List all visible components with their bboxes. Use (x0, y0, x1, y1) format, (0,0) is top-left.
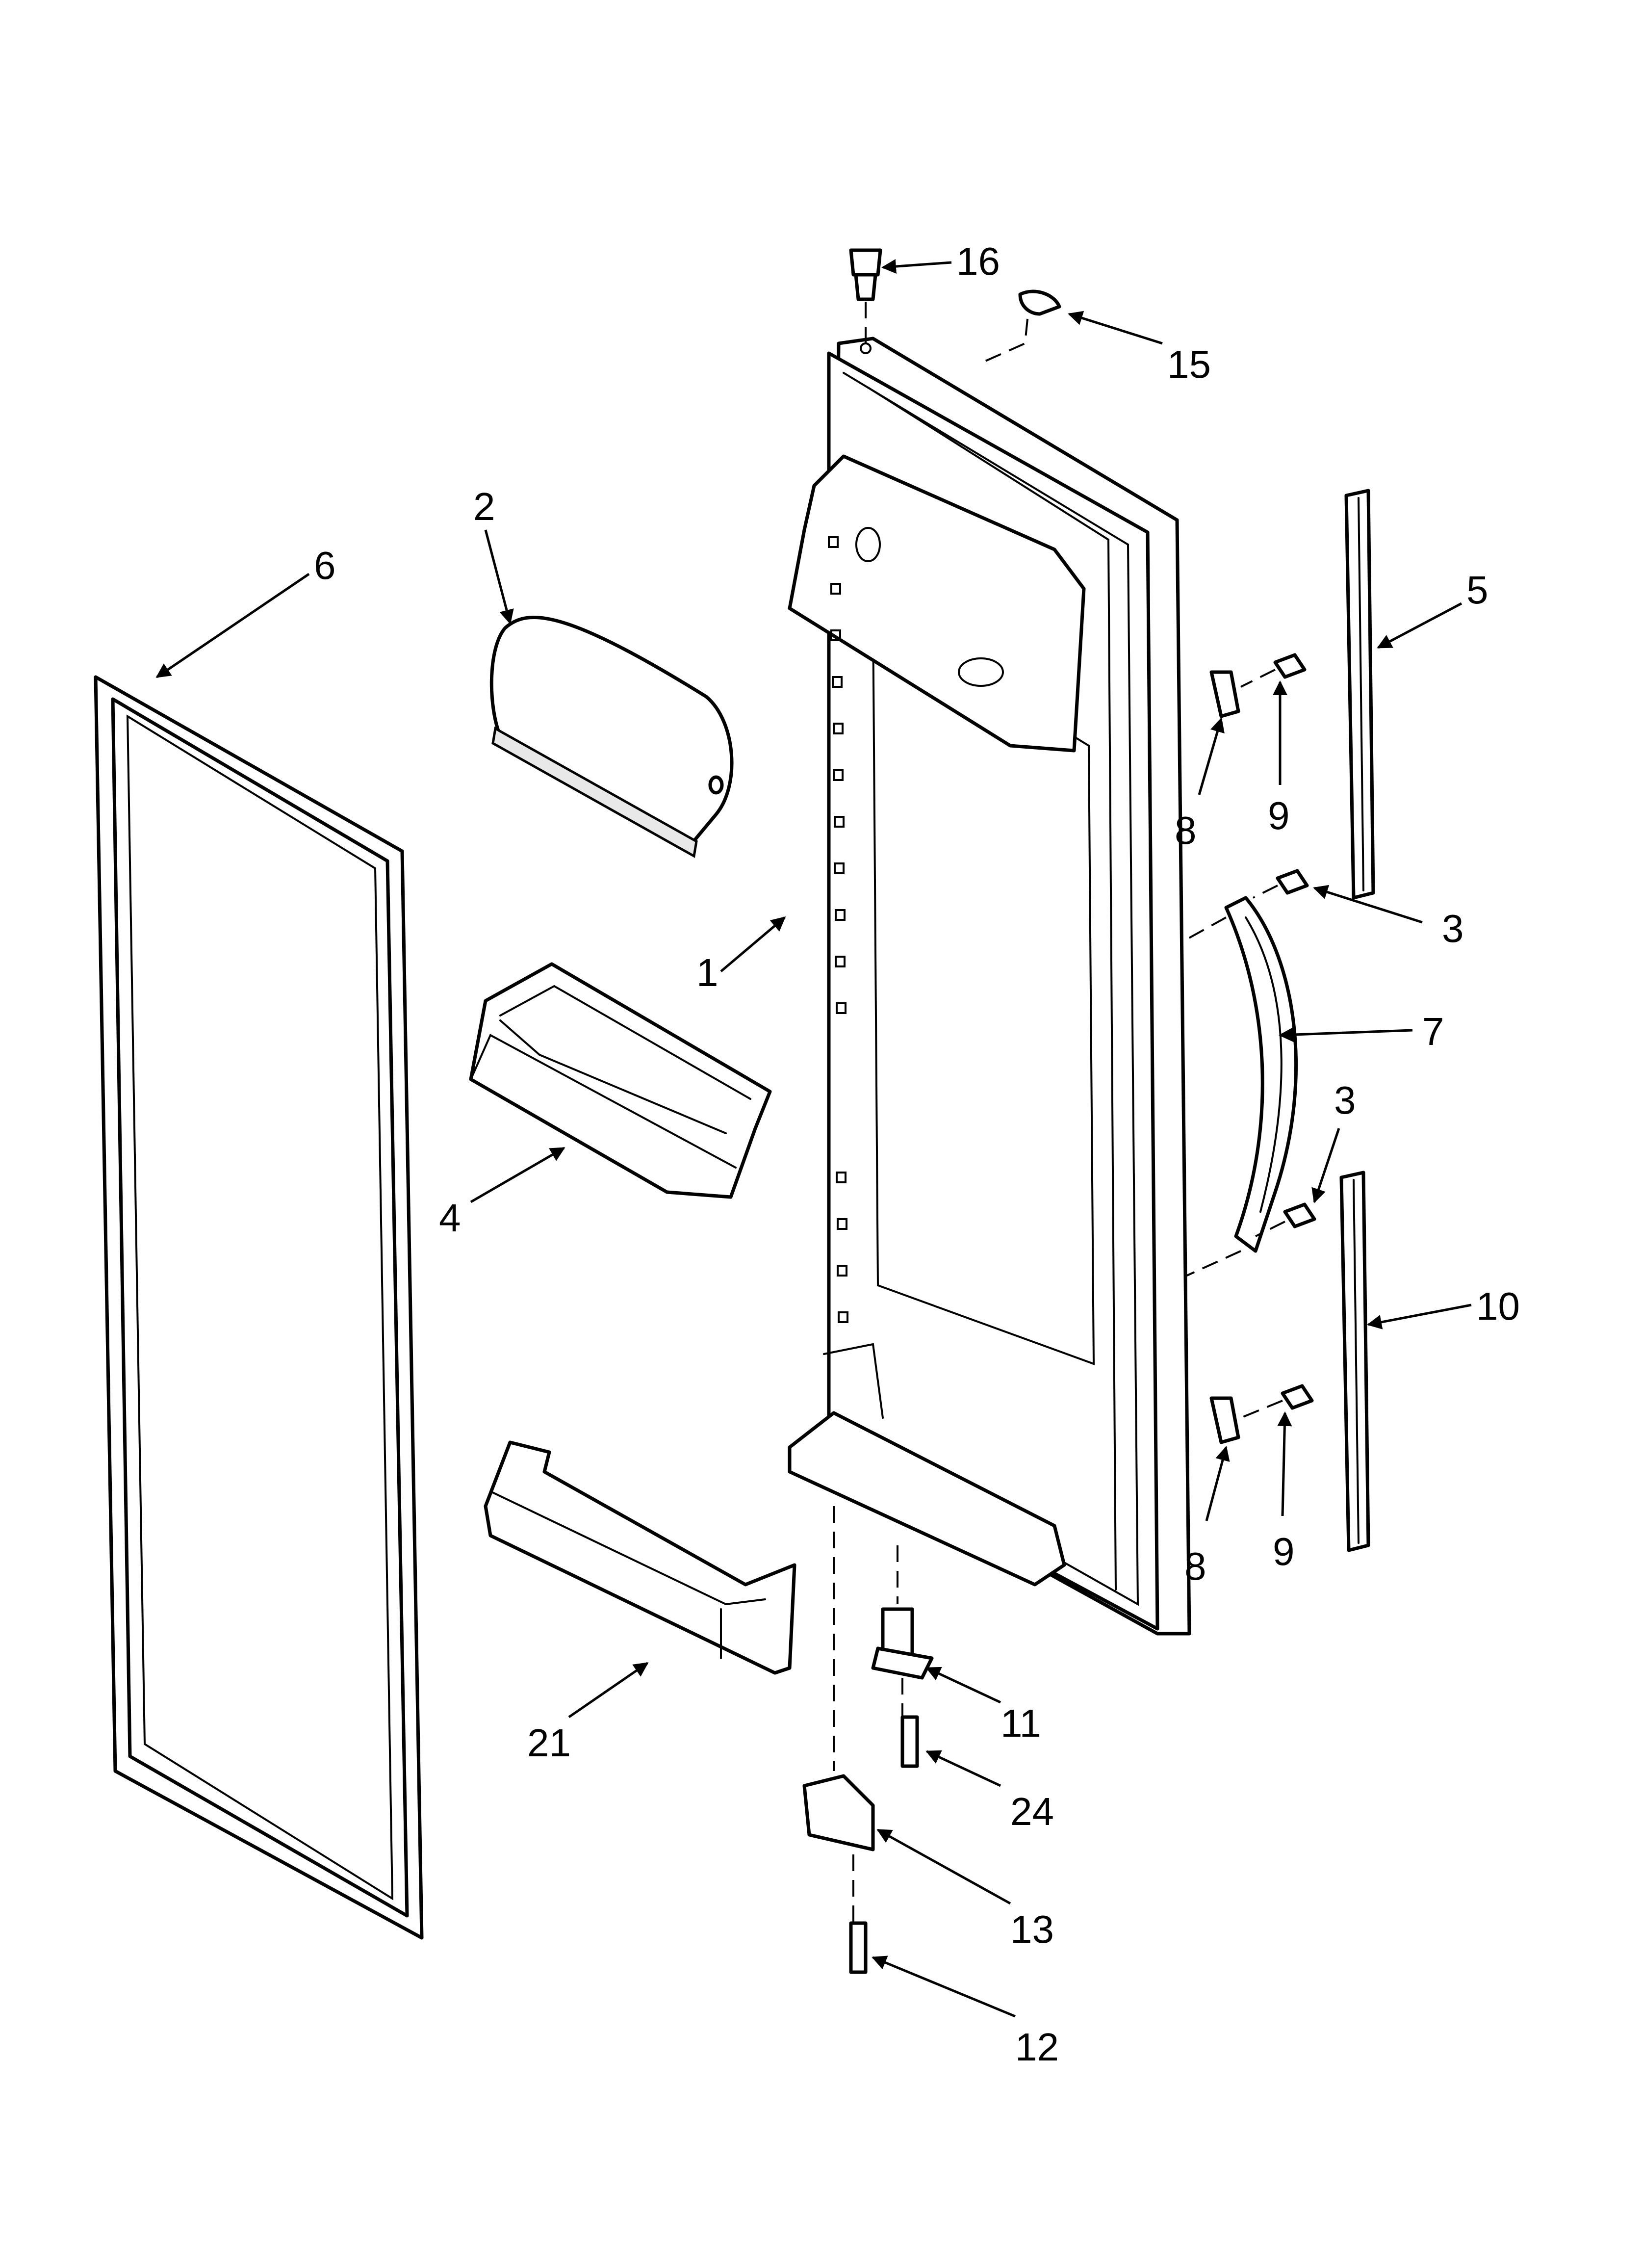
callout-8-upper: 8 (1175, 717, 1225, 852)
part-4-door-bin (469, 962, 772, 1199)
callout-8-upper-label: 8 (1175, 808, 1197, 852)
callout-4: 4 (439, 1147, 565, 1240)
part-9-screw-lower (1240, 1384, 1314, 1419)
part-21-door-bin (484, 1440, 796, 1675)
callout-9-lower-label: 9 (1273, 1530, 1295, 1573)
part-10-trim (1339, 1171, 1370, 1552)
part-12-screw (849, 1921, 868, 1974)
callout-5: 5 (1377, 568, 1488, 649)
callout-7: 7 (1279, 1010, 1444, 1053)
callout-21-label: 21 (527, 1721, 571, 1765)
liner-rail-bumps (828, 536, 848, 1323)
callout-13-label: 13 (1010, 1907, 1054, 1951)
callout-2-label: 2 (473, 485, 495, 528)
callout-15: 15 (1068, 311, 1211, 386)
part-15-cap (980, 289, 1061, 364)
callout-6-label: 6 (314, 544, 336, 587)
callout-6: 6 (155, 544, 336, 678)
callout-9-upper: 9 (1268, 680, 1290, 837)
callout-3-upper: 3 (1313, 885, 1464, 950)
callout-24: 24 (925, 1750, 1054, 1833)
callout-9-lower: 9 (1273, 1411, 1295, 1573)
callout-24-label: 24 (1010, 1790, 1054, 1833)
part-3-screw-lower (1255, 1202, 1316, 1237)
callout-3-lower: 3 (1311, 1078, 1356, 1203)
callout-2: 2 (473, 485, 514, 625)
callout-1-label: 1 (696, 951, 718, 994)
callout-8-lower: 8 (1184, 1446, 1230, 1588)
part-13-bracket (802, 1506, 875, 1923)
part-5-trim (1344, 489, 1375, 900)
part-1-door-liner (788, 337, 1191, 1636)
callout-3-upper-label: 3 (1442, 907, 1464, 950)
callout-21: 21 (527, 1662, 649, 1765)
callout-15-label: 15 (1167, 342, 1211, 386)
callout-7-label: 7 (1422, 1010, 1444, 1053)
callout-10-label: 10 (1476, 1284, 1520, 1328)
callout-11: 11 (925, 1667, 1041, 1745)
callout-13: 13 (876, 1828, 1054, 1951)
part-9-screw-upper (1240, 653, 1307, 688)
part-16-plug (849, 248, 882, 354)
callout-16-label: 16 (956, 239, 1000, 283)
callout-8-lower-label: 8 (1184, 1544, 1206, 1588)
part-6-door-gasket (94, 675, 424, 1940)
part-24-screw (900, 1715, 919, 1768)
callout-5-label: 5 (1466, 568, 1488, 612)
callout-16: 16 (881, 239, 1000, 283)
part-3-screw-upper (1253, 869, 1309, 899)
part-11-hinge (871, 1545, 934, 1717)
part-8-clip-lower (1209, 1396, 1240, 1444)
part-7-handle (1181, 896, 1298, 1277)
callout-11-label: 11 (1001, 1701, 1041, 1745)
callout-4-label: 4 (439, 1196, 461, 1240)
callout-9-upper-label: 9 (1268, 794, 1290, 837)
callout-3-lower-label: 3 (1334, 1078, 1356, 1122)
callout-12-label: 12 (1015, 2025, 1059, 2069)
part-8-clip-upper (1209, 670, 1240, 718)
part-2-dairy-bin (489, 615, 734, 858)
callout-10: 10 (1367, 1284, 1520, 1330)
callout-1: 1 (696, 916, 786, 994)
callout-12: 12 (872, 1955, 1059, 2069)
